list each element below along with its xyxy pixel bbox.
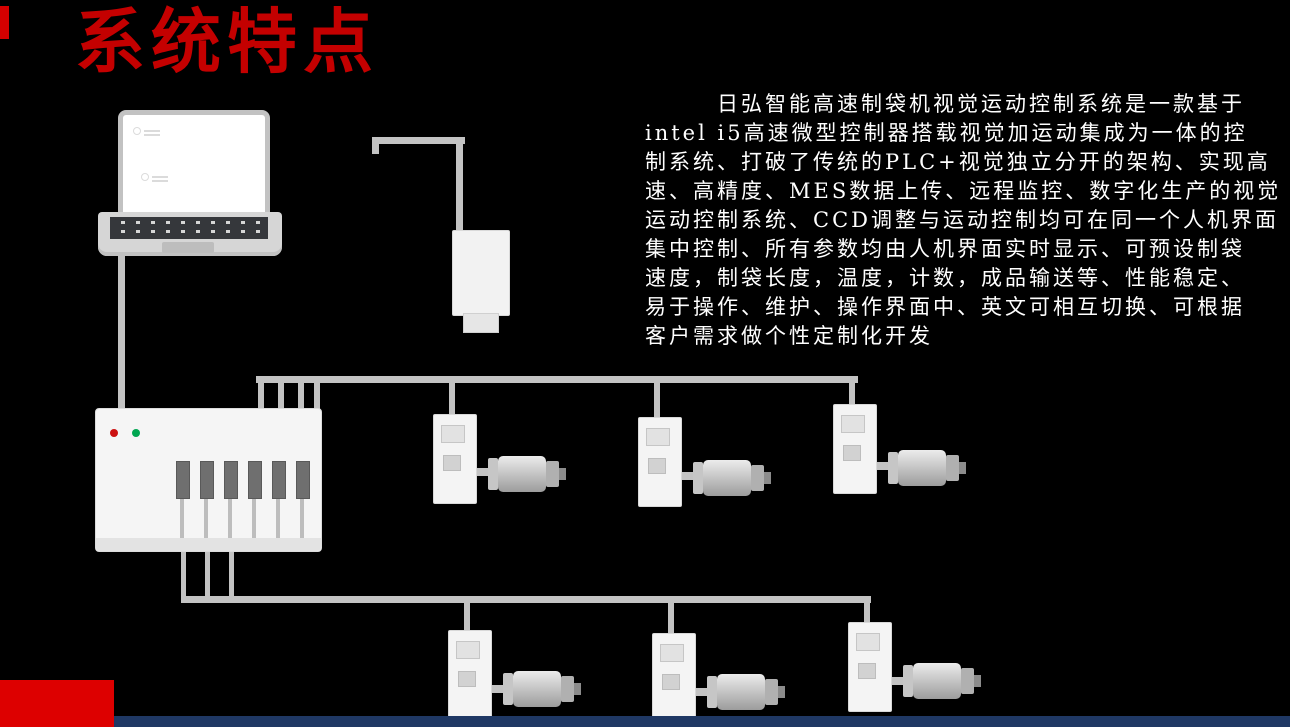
cable-drop-driver-1 <box>449 376 455 418</box>
driver-connector <box>843 445 861 461</box>
cable-drop-driver-2 <box>654 376 660 421</box>
cable-drop-driver-5 <box>668 596 674 637</box>
driver-connector <box>648 458 666 474</box>
screen-watermark <box>133 127 160 135</box>
page-title: 系统特点 <box>75 1 379 83</box>
driver-display <box>456 641 480 659</box>
cable-motor-5 <box>691 688 711 696</box>
cable-camera-horizontal <box>372 137 465 144</box>
servo-driver-icon <box>448 630 492 720</box>
cable-camera-stub <box>372 137 379 154</box>
cable-laptop-controller <box>118 252 125 412</box>
footer-red-block <box>0 680 114 727</box>
io-pin <box>180 499 184 539</box>
cable-controller-top-stub-4 <box>314 376 320 412</box>
servo-driver-icon <box>433 414 477 504</box>
cable-controller-top-stub-3 <box>298 376 304 412</box>
screen-watermark <box>141 173 168 181</box>
driver-display <box>660 644 684 662</box>
cable-motor-6 <box>887 677 907 685</box>
left-accent-bar <box>0 6 9 39</box>
io-pin <box>204 499 208 539</box>
servo-motor-icon <box>707 674 787 710</box>
servo-motor-icon <box>488 456 568 492</box>
driver-display <box>841 415 865 433</box>
driver-connector <box>858 663 876 679</box>
ccd-camera-lens-mount <box>463 313 499 333</box>
io-slot-6 <box>296 461 310 499</box>
driver-connector <box>662 674 680 690</box>
servo-driver-icon <box>652 633 696 723</box>
io-slot-2 <box>200 461 214 499</box>
power-led-red <box>110 429 118 437</box>
cable-drop-driver-6 <box>864 596 870 626</box>
driver-connector <box>458 671 476 687</box>
cable-controller-down-2 <box>205 546 210 603</box>
cable-drop-driver-3 <box>849 376 855 408</box>
laptop-keyboard-icon <box>98 212 282 256</box>
cable-motor-3 <box>872 462 892 470</box>
cable-controller-down-3 <box>229 546 234 603</box>
io-slot-5 <box>272 461 286 499</box>
io-pin <box>252 499 256 539</box>
cable-top-bus <box>256 376 858 383</box>
cable-motor-4 <box>487 685 507 693</box>
io-pin <box>228 499 232 539</box>
laptop-screen-icon <box>118 110 270 226</box>
ccd-camera-icon <box>452 230 510 316</box>
servo-motor-icon <box>503 671 583 707</box>
driver-display <box>441 425 465 443</box>
laptop-keys <box>110 217 268 239</box>
cable-motor-2 <box>677 472 697 480</box>
servo-motor-icon <box>903 663 983 699</box>
io-pin <box>276 499 280 539</box>
servo-motor-icon <box>888 450 968 486</box>
io-slot-3 <box>224 461 238 499</box>
cable-camera-vertical <box>456 137 463 232</box>
motion-controller-icon <box>95 408 322 552</box>
footer-blue-bar <box>114 716 1290 727</box>
driver-connector <box>443 455 461 471</box>
servo-driver-icon <box>848 622 892 712</box>
description-paragraph: 日弘智能高速制袋机视觉运动控制系统是一款基于 intel i5高速微型控制器搭载… <box>645 92 1282 348</box>
servo-driver-icon <box>638 417 682 507</box>
driver-display <box>646 428 670 446</box>
cable-bottom-bus <box>181 596 871 603</box>
laptop-trackpad <box>162 242 214 253</box>
cable-controller-down-1 <box>181 546 186 603</box>
io-pin <box>300 499 304 539</box>
cable-controller-top-stub-2 <box>278 376 284 412</box>
cable-drop-driver-4 <box>464 596 470 634</box>
run-led-green <box>132 429 140 437</box>
cable-controller-top-stub-1 <box>258 376 264 412</box>
servo-driver-icon <box>833 404 877 494</box>
driver-display <box>856 633 880 651</box>
io-slot-1 <box>176 461 190 499</box>
controller-base <box>96 538 321 551</box>
io-slot-4 <box>248 461 262 499</box>
cable-motor-1 <box>472 468 492 476</box>
servo-motor-icon <box>693 460 773 496</box>
